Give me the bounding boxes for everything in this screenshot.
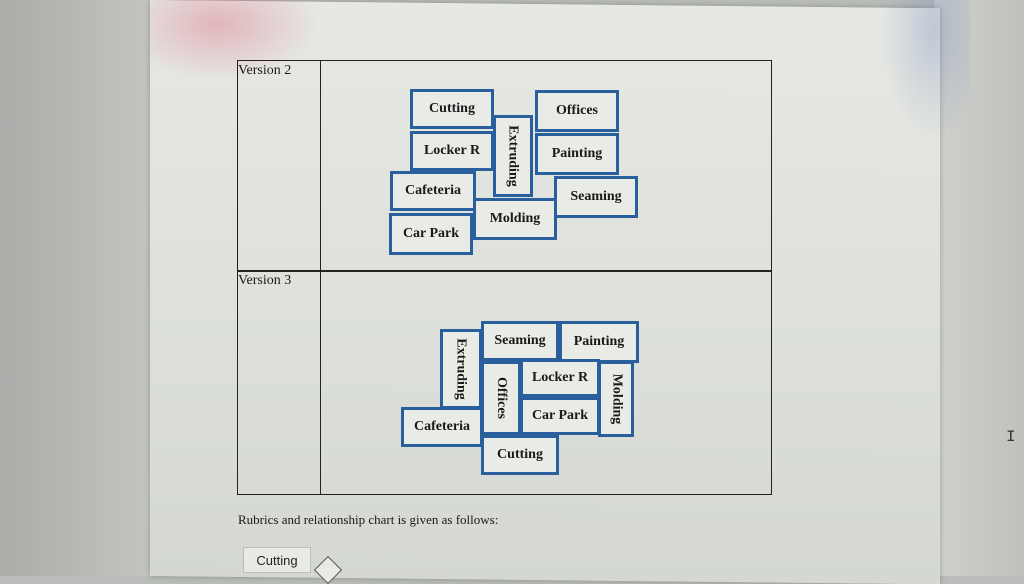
v2-dept-painting: Painting — [535, 133, 619, 175]
screen-glare-blue — [880, 0, 970, 140]
version-3-label-cell: Version 3 — [238, 271, 321, 494]
v2-dept-cutting: Cutting — [410, 89, 494, 129]
v2-dept-extruding-label: Extruding — [506, 125, 521, 187]
relationship-chart-caption: Rubrics and relationship chart is given … — [238, 512, 499, 527]
v3-dept-locker-r: Locker R — [520, 359, 600, 397]
desk-background-right — [934, 0, 1024, 576]
v2-dept-offices: Offices — [535, 90, 619, 132]
v2-dept-car-park: Car Park — [389, 213, 473, 255]
v3-dept-molding: Molding — [598, 361, 634, 437]
version-3-label: Version 3 — [238, 273, 292, 288]
v2-dept-cafeteria: Cafeteria — [390, 171, 476, 211]
version-2-label-cell: Version 2 — [238, 61, 321, 271]
screen-glare-pink — [150, 0, 320, 80]
version-3-row: Version 3 Seaming Painting Extruding Loc… — [237, 270, 772, 495]
version-2-label: Version 2 — [238, 63, 292, 78]
v2-dept-locker-r: Locker R — [410, 131, 494, 171]
version-2-row: Version 2 Cutting Offices Locker R Extru… — [237, 60, 772, 272]
v3-dept-offices: Offices — [481, 361, 521, 435]
v2-dept-molding: Molding — [473, 198, 557, 240]
text-cursor-icon: I — [1006, 428, 1016, 446]
v3-dept-extruding-label: Extruding — [454, 338, 469, 400]
v3-dept-molding-label: Molding — [609, 373, 625, 425]
v3-dept-extruding: Extruding — [440, 329, 482, 409]
layout-versions-table: Version 2 Cutting Offices Locker R Extru… — [237, 60, 777, 495]
v2-dept-seaming: Seaming — [554, 176, 638, 218]
v3-dept-painting: Painting — [559, 321, 639, 363]
desk-background-left — [0, 0, 160, 576]
v3-dept-cutting: Cutting — [481, 435, 559, 475]
v3-dept-car-park: Car Park — [520, 397, 600, 435]
v3-dept-cafeteria: Cafeteria — [401, 407, 483, 447]
v3-dept-offices-label: Offices — [494, 377, 510, 419]
relationship-chart-cutting-cell: Cutting — [243, 547, 311, 573]
v3-dept-seaming: Seaming — [481, 321, 559, 361]
v2-dept-extruding: Extruding — [493, 115, 533, 197]
